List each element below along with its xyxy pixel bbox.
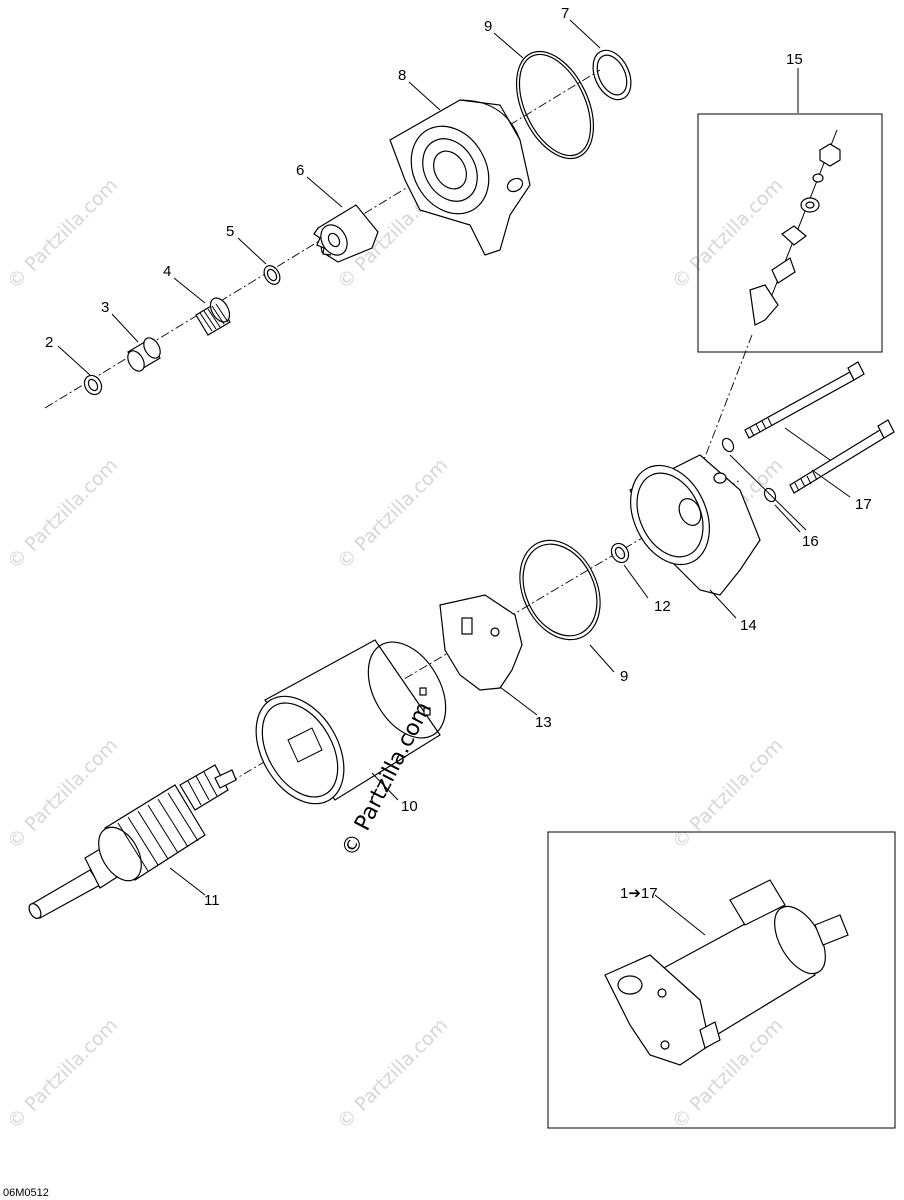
part-15-terminal-inset <box>697 113 883 353</box>
part-14-end-housing <box>629 454 761 596</box>
part-10-yoke <box>255 639 447 805</box>
callout-labels: 2 3 4 5 6 8 9 7 15 17 16 12 14 9 13 10 1… <box>45 5 872 909</box>
part-4-spring <box>195 297 231 336</box>
part-6-drive-pinion <box>313 204 379 263</box>
assembled-starter-inset <box>547 831 896 1129</box>
part-11-armature <box>28 764 237 919</box>
callout-5: 5 <box>226 223 234 240</box>
part-13-brush-plate <box>439 594 523 691</box>
callout-17: 17 <box>855 496 872 513</box>
part-2-washer <box>83 374 103 396</box>
callout-7: 7 <box>561 5 569 22</box>
watermark: © Partzilla.com <box>3 1014 122 1133</box>
inset-range-label: 1➔17 <box>620 885 658 902</box>
callout-12: 12 <box>654 598 671 615</box>
callout-4: 4 <box>163 263 171 280</box>
part-7-washer <box>592 49 632 101</box>
callout-3: 3 <box>101 299 109 316</box>
leader-lines <box>57 19 851 936</box>
callout-8: 8 <box>398 67 406 84</box>
watermark: © Partzilla.com <box>668 734 787 853</box>
part-9-o-ring-upper <box>515 50 595 160</box>
watermark: © Partzilla.com <box>333 1014 452 1133</box>
part-8-drive-housing <box>389 99 531 256</box>
callout-10: 10 <box>401 798 418 815</box>
callout-15: 15 <box>786 51 803 68</box>
callout-13: 13 <box>535 714 552 731</box>
part-17-through-bolts <box>744 361 895 494</box>
watermark: © Partzilla.com <box>668 174 787 293</box>
callout-14: 14 <box>740 617 757 634</box>
callout-9-lower: 9 <box>620 668 628 685</box>
part-9-o-ring-lower <box>519 539 601 641</box>
drawing-code: 06M0512 <box>3 1187 49 1199</box>
part-12-washer <box>610 542 630 564</box>
part-5-clip-ring <box>263 265 281 285</box>
watermark: © Partzilla.com <box>333 454 452 573</box>
callout-6: 6 <box>296 162 304 179</box>
watermark: © Partzilla.com <box>3 174 122 293</box>
callout-2: 2 <box>45 334 53 351</box>
callout-11: 11 <box>204 892 220 909</box>
callout-16: 16 <box>802 533 819 550</box>
watermark: © Partzilla.com <box>3 454 122 573</box>
callout-9-upper: 9 <box>484 18 492 35</box>
terminal-axis-line <box>699 334 753 471</box>
part-3-bushing <box>127 337 161 372</box>
